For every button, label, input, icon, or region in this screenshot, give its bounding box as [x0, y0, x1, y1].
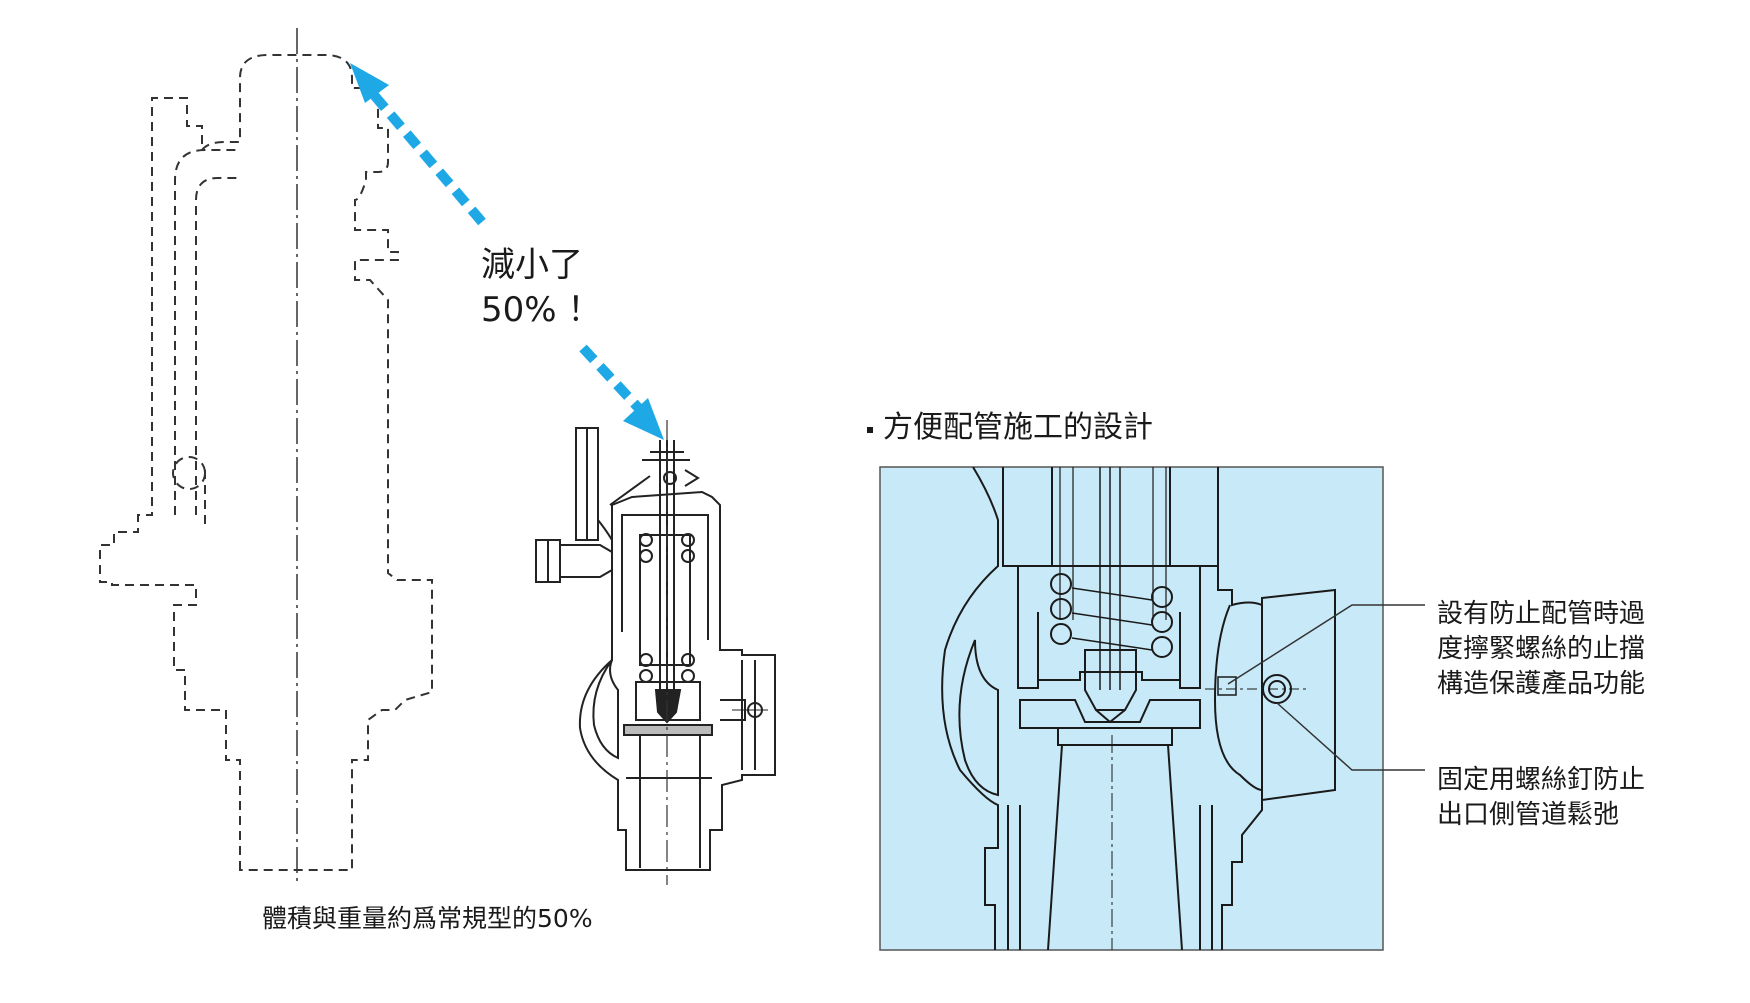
compact-valve-drawing	[535, 427, 776, 871]
left-caption: 體積與重量約爲常規型的50%	[262, 904, 593, 933]
detail-section-heading: 方便配管施工的設計	[883, 410, 1153, 445]
callout-fixing-screw: 固定用螺絲釘防止 出口側管道鬆弛	[1437, 763, 1645, 833]
callout-line: 構造保護產品功能	[1437, 669, 1646, 699]
detail-section-panel	[879, 466, 1384, 951]
callout-stopper-structure: 設有防止配管時過 度擰緊螺絲的止擋 構造保護產品功能	[1437, 597, 1645, 702]
conventional-valve-outline	[99, 54, 433, 871]
callout-line: 設有防止配管時過	[1437, 599, 1646, 629]
callout-leaders	[1227, 604, 1425, 771]
callout-line: 出口側管道鬆弛	[1437, 800, 1620, 830]
callout-line: 度擰緊螺絲的止擋	[1437, 634, 1646, 664]
callout-line: 固定用螺絲釘防止	[1437, 765, 1646, 795]
size-reduction-arrow	[350, 63, 664, 440]
heading-bullet	[867, 427, 873, 433]
reduction-label-line2: 50% ！	[481, 290, 602, 330]
reduction-label-line1: 減小了	[481, 245, 583, 285]
